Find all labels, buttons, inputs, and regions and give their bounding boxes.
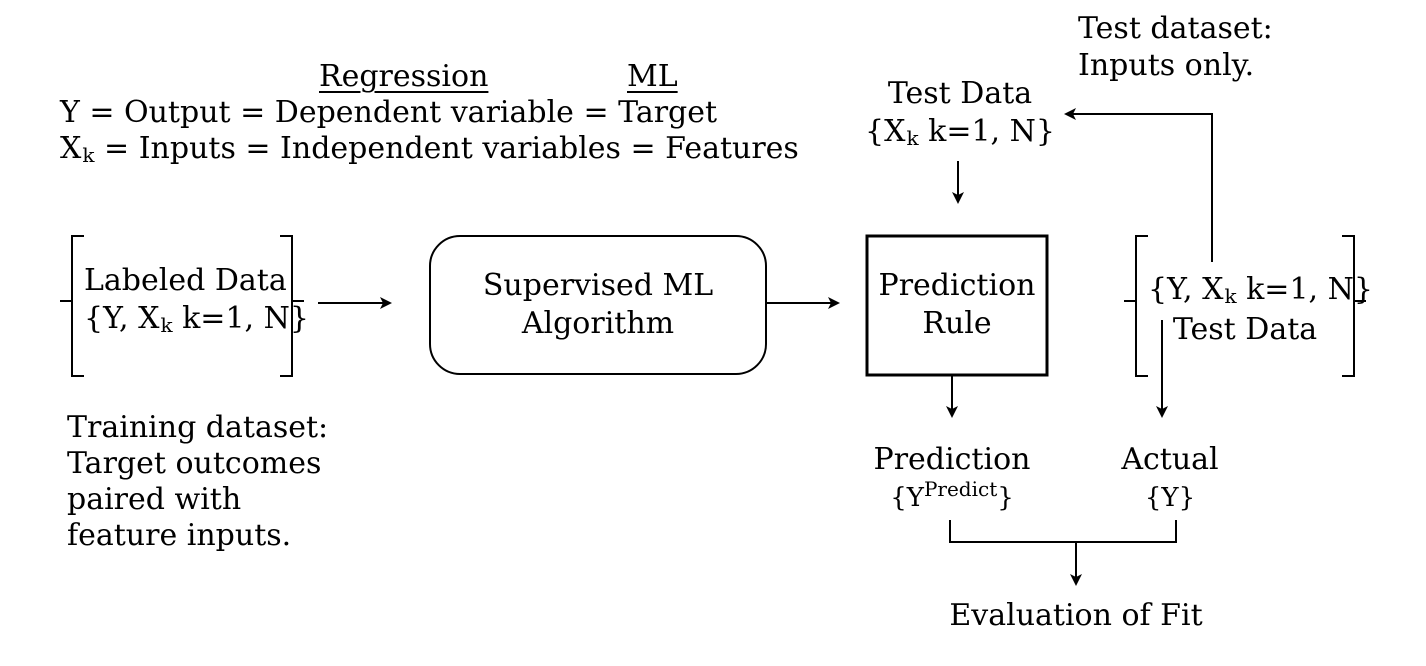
training-caption-line-3: paired with bbox=[67, 482, 242, 517]
test-bracket-label: {Y, Xk k=1, N} Test Data bbox=[1148, 271, 1373, 349]
test-bracket-set-close: k=1, N} bbox=[1236, 272, 1373, 307]
labeled-data-label: Labeled Data {Y, Xk k=1, N} bbox=[84, 262, 309, 340]
test-data-bracket bbox=[1124, 235, 1366, 377]
y-definition: Y = Output = Dependent variable = Target bbox=[60, 95, 718, 130]
labeled-data-set-close: k=1, N} bbox=[172, 301, 309, 336]
labeled-data-set-open: {Y, X bbox=[84, 301, 160, 336]
prediction-rule-line-1: Prediction bbox=[878, 268, 1036, 303]
ml-column-label: ML bbox=[627, 59, 678, 94]
x-variable: X bbox=[60, 131, 82, 166]
arrow-testset-to-inputs bbox=[1064, 108, 1213, 262]
test-caption-line-1: Test dataset: bbox=[1078, 11, 1273, 46]
algorithm-line-1: Supervised ML bbox=[482, 268, 714, 303]
test-inputs-title: Test Data bbox=[887, 76, 1033, 111]
test-bracket-set: {Y, Xk k=1, N} bbox=[1148, 271, 1373, 311]
x-subscript: k bbox=[82, 143, 95, 167]
prediction-superscript: Predict bbox=[923, 477, 998, 501]
actual-label: Actual {Y} bbox=[1090, 441, 1250, 517]
test-caption-line-2: Inputs only. bbox=[1078, 48, 1255, 83]
labeled-data-title: Labeled Data bbox=[84, 263, 287, 298]
algorithm-label: Supervised ML Algorithm bbox=[430, 267, 766, 343]
evaluation-label: Evaluation of Fit bbox=[949, 598, 1203, 633]
prediction-label: Prediction {YPredict} bbox=[852, 441, 1052, 518]
training-data-bracket bbox=[60, 235, 304, 377]
test-inputs-set-open: {X bbox=[865, 114, 906, 149]
actual-title: Actual bbox=[1121, 442, 1219, 477]
regression-column-label: Regression bbox=[319, 59, 489, 94]
prediction-set-close: } bbox=[997, 483, 1014, 513]
prediction-set: {YPredict} bbox=[852, 477, 1052, 518]
training-caption-line-4: feature inputs. bbox=[67, 518, 292, 553]
prediction-rule-box bbox=[865, 234, 1049, 377]
x-definition: Xk = Inputs = Independent variables = Fe… bbox=[60, 131, 799, 169]
test-inputs-set-close: k=1, N} bbox=[918, 114, 1055, 149]
algorithm-box bbox=[429, 235, 767, 375]
x-definition-text: = Inputs = Independent variables = Featu… bbox=[94, 131, 799, 166]
prediction-rule-line-2: Rule bbox=[922, 306, 992, 341]
test-inputs-label: Test Data {Xk k=1, N} bbox=[860, 75, 1060, 153]
test-bracket-subscript: k bbox=[1224, 284, 1237, 308]
test-inputs-subscript: k bbox=[906, 126, 919, 150]
prediction-rule-label: Prediction Rule bbox=[867, 267, 1047, 343]
prediction-title: Prediction bbox=[873, 442, 1031, 477]
test-bracket-set-open: {Y, X bbox=[1148, 272, 1224, 307]
labeled-data-set: {Y, Xk k=1, N} bbox=[84, 300, 309, 340]
actual-set: {Y} bbox=[1144, 483, 1196, 513]
test-inputs-set: {Xk k=1, N} bbox=[860, 113, 1060, 153]
test-bracket-title: Test Data bbox=[1172, 312, 1318, 347]
training-caption-line-1: Training dataset: bbox=[67, 410, 329, 445]
algorithm-line-2: Algorithm bbox=[521, 306, 675, 341]
combine-bracket bbox=[949, 520, 1177, 543]
training-caption-line-2: Target outcomes bbox=[67, 446, 322, 481]
prediction-set-open: {Y bbox=[890, 483, 924, 513]
labeled-data-subscript: k bbox=[160, 313, 173, 337]
